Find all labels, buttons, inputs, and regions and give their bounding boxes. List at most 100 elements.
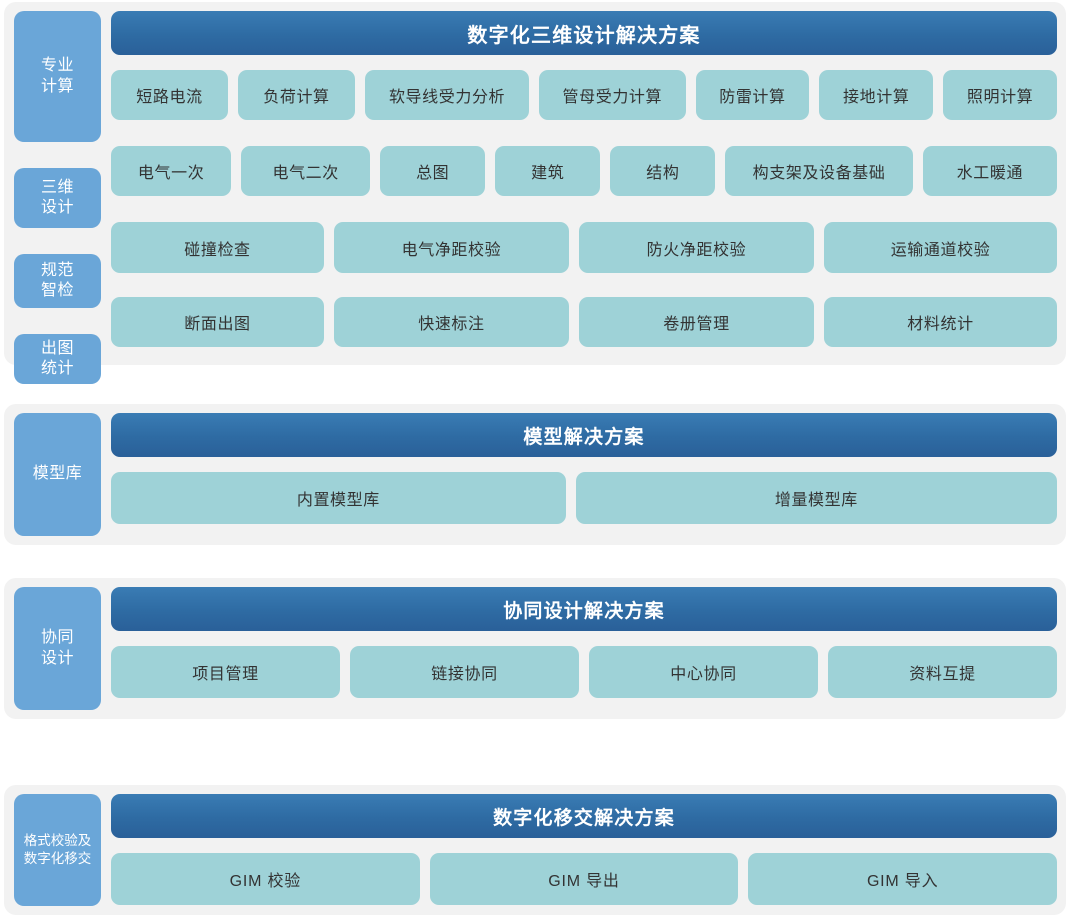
category-column: 专业 计算 三维 设计 规范 智检 出图 统计 — [14, 11, 101, 384]
category-chip-line1: 模型库 — [32, 465, 83, 483]
feature-tile[interactable]: 软导线受力分析 — [364, 70, 530, 120]
feature-tile-label: 管母受力计算 — [562, 89, 663, 106]
feature-tile-label: 材料统计 — [907, 316, 974, 333]
feature-tile[interactable]: 建筑 — [495, 146, 601, 196]
feature-tile[interactable]: GIM 导出 — [429, 853, 739, 905]
category-chip-collaborative-design[interactable]: 协同 设计 — [14, 587, 101, 710]
category-chip-line1: 协同 — [40, 629, 74, 647]
section-content: 协同设计解决方案 项目管理 链接协同 中心协同 资料互提 — [111, 587, 1057, 710]
tile-row-drawing-statistics: 断面出图 快速标注 卷册管理 材料统计 — [111, 297, 1057, 347]
feature-tile[interactable]: 电气一次 — [111, 146, 232, 196]
category-column: 模型库 — [14, 413, 101, 536]
feature-tile[interactable]: 增量模型库 — [575, 472, 1057, 524]
feature-tile[interactable]: 卷册管理 — [578, 297, 814, 347]
tile-row-collaborative-design: 项目管理 链接协同 中心协同 资料互提 — [111, 646, 1057, 698]
feature-tile[interactable]: 中心协同 — [589, 646, 818, 698]
category-chip-format-check-handover[interactable]: 格式校验及 数字化移交 — [14, 794, 101, 906]
feature-tile-label: 照明计算 — [966, 89, 1034, 106]
feature-tile[interactable]: 管母受力计算 — [539, 70, 686, 120]
feature-tile-label: 构支架及设备基础 — [752, 165, 886, 182]
feature-tile-label: 链接协同 — [431, 666, 498, 683]
feature-tile[interactable]: 短路电流 — [111, 70, 228, 120]
feature-tile-label: 卷册管理 — [663, 316, 730, 333]
feature-tile[interactable]: GIM 校验 — [111, 853, 420, 905]
category-column: 协同 设计 — [14, 587, 101, 710]
tile-row-standard-inspection: 碰撞检查 电气净距校验 防火净距校验 运输通道校验 — [111, 222, 1057, 273]
feature-tile-label: 防雷计算 — [719, 89, 786, 106]
feature-tile[interactable]: 防火净距校验 — [578, 222, 814, 273]
feature-tile-label: 项目管理 — [192, 666, 259, 683]
feature-tile[interactable]: 电气二次 — [241, 146, 371, 196]
category-chip-line2: 设计 — [40, 199, 74, 216]
category-chip-professional-calculation[interactable]: 专业 计算 — [14, 11, 101, 142]
feature-tile[interactable]: 照明计算 — [943, 70, 1057, 120]
category-chip-3d-design[interactable]: 三维 设计 — [14, 168, 101, 228]
feature-tile-label: 总图 — [416, 165, 450, 182]
feature-tile-label: 电气二次 — [272, 165, 339, 182]
feature-tile-label: 断面出图 — [184, 316, 251, 333]
feature-tile[interactable]: 资料互提 — [828, 646, 1057, 698]
tile-row-model-library: 内置模型库 增量模型库 — [111, 472, 1057, 524]
category-chip-line2: 智检 — [40, 282, 74, 299]
feature-tile-label: 软导线受力分析 — [388, 89, 506, 106]
feature-tile-label: 结构 — [646, 165, 680, 182]
feature-tile[interactable]: 碰撞检查 — [111, 222, 324, 273]
category-chip-model-library[interactable]: 模型库 — [14, 413, 101, 536]
category-chip-standard-inspection[interactable]: 规范 智检 — [14, 254, 101, 308]
feature-tile[interactable]: 防雷计算 — [695, 70, 810, 120]
section-model-solution: 模型库 模型解决方案 内置模型库 增量模型库 — [4, 404, 1066, 545]
feature-tile-label: 资料互提 — [909, 666, 976, 683]
category-chip-line2: 数字化移交 — [23, 851, 92, 866]
tile-row-professional-calculation: 短路电流 负荷计算 软导线受力分析 管母受力计算 防雷计算 接地计算 照明计算 — [111, 70, 1057, 120]
category-chip-line1: 专业 — [40, 57, 74, 75]
feature-tile[interactable]: 电气净距校验 — [333, 222, 569, 273]
section-banner-model-solution: 模型解决方案 — [111, 413, 1057, 457]
feature-tile-label: 快速标注 — [418, 316, 485, 333]
feature-tile[interactable]: 水工暖通 — [922, 146, 1057, 196]
feature-tile[interactable]: 快速标注 — [333, 297, 569, 347]
section-content: 模型解决方案 内置模型库 增量模型库 — [111, 413, 1057, 536]
category-chip-drawing-statistics[interactable]: 出图 统计 — [14, 334, 101, 384]
category-column: 格式校验及 数字化移交 — [14, 794, 101, 906]
feature-tile-label: 负荷计算 — [263, 89, 330, 106]
feature-tile[interactable]: 接地计算 — [819, 70, 934, 120]
category-chip-line2: 计算 — [40, 77, 74, 95]
feature-tile[interactable]: 断面出图 — [111, 297, 324, 347]
category-chip-line2: 统计 — [40, 360, 74, 377]
feature-tile-label: 电气净距校验 — [401, 241, 502, 259]
feature-tile-label: 短路电流 — [136, 89, 203, 106]
feature-tile[interactable]: 内置模型库 — [111, 472, 566, 524]
feature-tile-label: 防火净距校验 — [646, 241, 747, 259]
feature-tile[interactable]: 负荷计算 — [237, 70, 355, 120]
feature-tile-label: 电气一次 — [137, 165, 205, 182]
tile-row-3d-design: 电气一次 电气二次 总图 建筑 结构 构支架及设备基础 水工暖通 — [111, 146, 1057, 196]
feature-tile[interactable]: 总图 — [380, 146, 486, 196]
feature-tile-label: GIM 导出 — [548, 873, 620, 890]
tile-row-gim: GIM 校验 GIM 导出 GIM 导入 — [111, 853, 1058, 905]
feature-tile[interactable]: GIM 导入 — [748, 853, 1058, 905]
feature-tile[interactable]: 链接协同 — [350, 646, 579, 698]
feature-tile-label: 内置模型库 — [296, 492, 380, 509]
feature-tile-label: 建筑 — [531, 165, 565, 182]
category-chip-line1: 格式校验及 — [23, 832, 92, 848]
feature-tile-label: 水工暖通 — [956, 165, 1024, 182]
feature-tile-label: 中心协同 — [670, 666, 737, 683]
feature-tile-label: GIM 导入 — [866, 873, 939, 890]
section-content: 数字化三维设计解决方案 短路电流 负荷计算 软导线受力分析 管母受力计算 防雷计算 接地计… — [111, 11, 1057, 356]
section-banner-collaborative-design: 协同设计解决方案 — [111, 587, 1057, 631]
feature-tile[interactable]: 材料统计 — [823, 297, 1057, 347]
section-banner-digital-3d-design: 数字化三维设计解决方案 — [111, 11, 1057, 55]
feature-tile[interactable]: 项目管理 — [111, 646, 340, 698]
feature-tile-label: GIM 校验 — [229, 873, 302, 890]
feature-tile[interactable]: 运输通道校验 — [823, 222, 1057, 273]
feature-tile[interactable]: 结构 — [610, 146, 716, 196]
category-chip-line1: 出图 — [40, 339, 74, 357]
section-digital-3d-design: 专业 计算 三维 设计 规范 智检 出图 统计 — [4, 2, 1066, 384]
feature-tile[interactable]: 构支架及设备基础 — [725, 146, 913, 196]
feature-tile-label: 碰撞检查 — [184, 241, 251, 259]
feature-tile-label: 接地计算 — [843, 89, 910, 106]
feature-tile-label: 增量模型库 — [774, 492, 858, 509]
